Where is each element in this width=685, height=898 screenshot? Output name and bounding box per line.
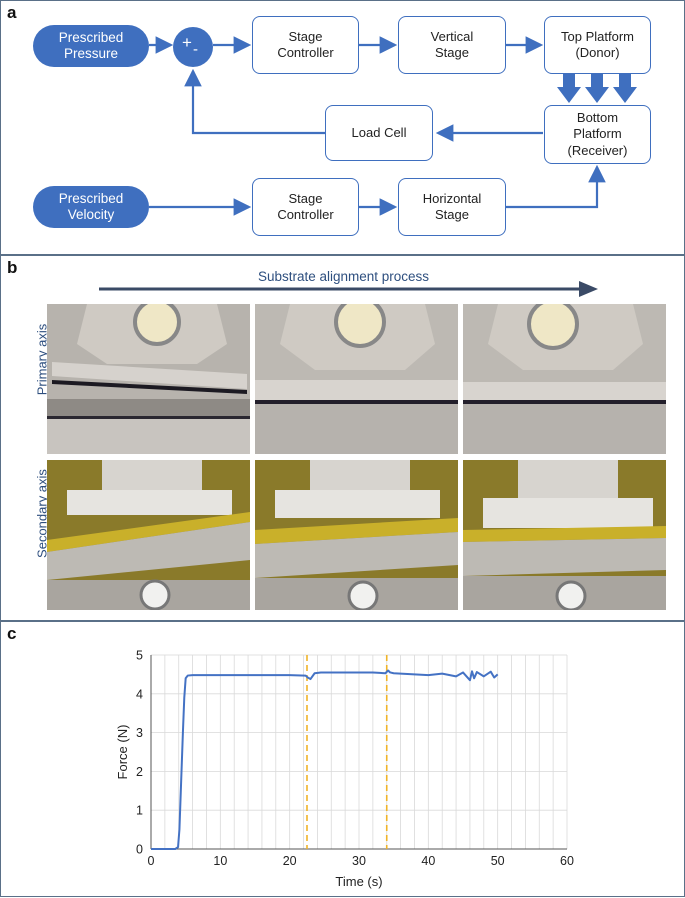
y-tick-label: 4 [136,687,143,701]
x-tick-label: 10 [213,854,227,868]
panel-b-letter: b [7,258,18,277]
series-line-1 [151,669,499,850]
summing-junction: + - [173,27,213,67]
arrow-hstage-to-bottom [506,164,606,209]
load-cell-box: Load Cell [325,105,433,161]
stage-controller-bottom-box: Stage Controller [252,178,359,236]
vertical-stage-box: Vertical Stage [398,16,506,74]
panel-a-block-diagram: a Prescribed Pressure + - Stage Controll… [0,0,685,255]
y-axis-label: Force (N) [115,725,130,780]
y-tick-label: 2 [136,765,143,779]
photo-secondary-1 [47,460,250,610]
process-arrow [99,281,598,297]
prescribed-velocity-pill: Prescribed Velocity [33,186,149,228]
y-tick-label: 5 [136,649,143,663]
photo-primary-3 [463,304,666,454]
stage-controller-top-box: Stage Controller [252,16,359,74]
photo-primary-2 [255,304,458,454]
y-tick-label: 1 [136,804,143,818]
x-axis-label: Time (s) [335,874,382,889]
panel-a-arrows [149,36,637,216]
x-tick-label: 20 [283,854,297,868]
bottom-platform-box: Bottom Platform (Receiver) [544,105,651,164]
process-label: Substrate alignment process [257,269,430,284]
panel-b-alignment-photos: b Substrate alignment process Primary ax… [0,255,685,621]
panel-a-letter: a [7,3,17,22]
photo-secondary-2 [255,460,458,610]
photo-primary-1 [47,304,250,454]
sum-minus-sign: - [193,41,198,58]
horizontal-stage-box: Horizontal Stage [398,178,506,236]
photo-secondary-3 [463,460,666,610]
block-arrow-1 [557,74,581,103]
y-tick-label: 0 [136,843,143,857]
block-arrow-3 [613,74,637,103]
x-tick-label: 60 [560,854,574,868]
block-arrow-2 [585,74,609,103]
top-platform-box: Top Platform (Donor) [544,16,651,74]
arrow-loadcell-to-sum [184,68,325,135]
x-tick-label: 40 [421,854,435,868]
sum-plus-sign: + [182,33,192,52]
y-tick-label: 3 [136,726,143,740]
panel-c-letter: c [7,624,17,643]
x-tick-label: 30 [352,854,366,868]
x-tick-label: 50 [491,854,505,868]
prescribed-pressure-pill: Prescribed Pressure [33,25,149,67]
x-tick-label: 0 [148,854,155,868]
